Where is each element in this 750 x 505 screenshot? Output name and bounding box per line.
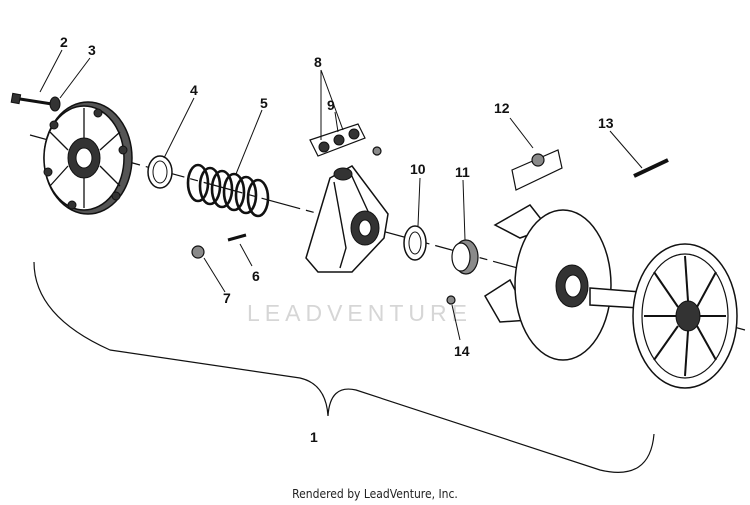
part-movable-sheave [483, 204, 612, 361]
watermark-text: LEADVENTURE [247, 300, 472, 326]
part-4-bushing [147, 155, 173, 189]
render-credit: Rendered by LeadVenture, Inc. [292, 487, 458, 501]
callout-10: 10 [410, 161, 426, 177]
callout-12: 12 [494, 100, 510, 116]
callout-14: 14 [454, 343, 470, 359]
callout-11: 11 [455, 164, 470, 180]
part-3-washer [49, 96, 61, 112]
part-spider-arm [305, 165, 389, 273]
part-2-bolt [10, 92, 53, 106]
part-14-nut [446, 295, 456, 305]
part-cover-plate [43, 101, 133, 215]
part-12-tag [511, 149, 563, 191]
assembly-bracket [33, 261, 655, 473]
callout-4: 4 [190, 82, 198, 98]
callout-5: 5 [260, 95, 268, 111]
part-13-pin [633, 158, 669, 178]
callout-7: 7 [223, 290, 231, 306]
part-10-ring [403, 225, 427, 261]
callout-6: 6 [252, 268, 260, 284]
part-11-bushing [451, 239, 479, 275]
part-8-9-nuts [309, 123, 382, 157]
callout-3: 3 [88, 42, 96, 58]
callout-2: 2 [60, 34, 68, 50]
callout-1: 1 [310, 429, 318, 445]
part-6-pin [227, 233, 247, 242]
part-7-cap [191, 245, 205, 259]
part-5-spring [186, 163, 270, 218]
callout-8: 8 [314, 54, 322, 70]
part-fixed-sheave [589, 243, 738, 389]
callout-13: 13 [598, 115, 614, 131]
leader-lines [39, 49, 643, 341]
callout-9: 9 [327, 97, 335, 113]
